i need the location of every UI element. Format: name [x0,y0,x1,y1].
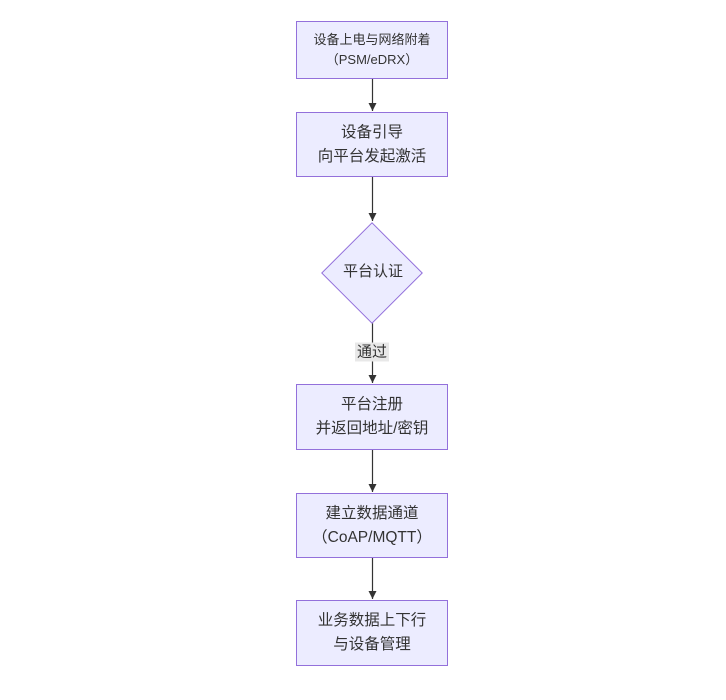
node-power-attach: 设备上电与网络附着 （PSM/eDRX） [296,21,448,79]
node-business-data: 业务数据上下行 与设备管理 [296,600,448,666]
node-data-channel: 建立数据通道 （CoAP/MQTT） [296,493,448,558]
edge-label-pass: 通过 [354,342,390,362]
node-device-bootstrap: 设备引导 向平台发起激活 [296,112,448,177]
decision-platform-auth-label: 平台认证 [342,263,403,280]
node-platform-register: 平台注册 并返回地址/密钥 [296,384,448,450]
